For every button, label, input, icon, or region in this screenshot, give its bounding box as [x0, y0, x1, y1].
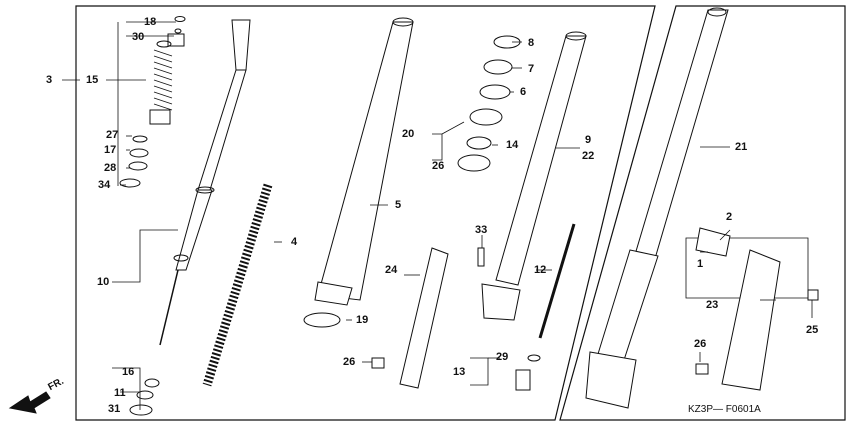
damper-rod-assembly	[159, 19, 251, 346]
fork-guard-left	[399, 247, 449, 389]
callout-25: 25	[806, 324, 819, 336]
callout-8: 8	[528, 37, 535, 49]
lower-tube-left	[481, 31, 587, 321]
callout-32: 31	[108, 403, 121, 415]
callout-18: 18	[144, 16, 157, 28]
callout-30: 29	[496, 351, 509, 363]
callout-27: 26	[432, 160, 445, 172]
callout-15: 15	[86, 74, 99, 86]
callout-16: 16	[122, 366, 135, 378]
callout-17: 17	[104, 144, 117, 156]
left-panel-frame	[75, 5, 656, 421]
callout-20: 20	[402, 128, 415, 140]
callout-11: 11	[114, 387, 126, 399]
callout-29: 27	[106, 129, 119, 141]
callout-19: 19	[356, 314, 369, 326]
front-arrow-icon	[8, 391, 51, 414]
callout-4: 4	[291, 236, 298, 248]
callout-14: 14	[506, 139, 519, 151]
callout-3: 3	[46, 74, 53, 86]
callout-7: 7	[528, 63, 535, 75]
outer-tube	[303, 17, 414, 328]
callout-1: 1	[697, 258, 704, 270]
spacer-rod	[538, 223, 576, 339]
seal-stack	[457, 35, 521, 172]
right-panel-frame	[559, 5, 846, 421]
damper-cartridge	[119, 16, 186, 188]
callout-33: 34	[98, 179, 111, 191]
callout-13: 13	[453, 366, 466, 378]
callout-9: 9	[585, 134, 592, 146]
callout-2: 2	[726, 211, 733, 223]
callout-12: 12	[534, 264, 547, 276]
callout-10: 10	[97, 276, 110, 288]
callout-26-right: 26	[694, 338, 707, 350]
callout-22: 22	[582, 150, 595, 162]
callout-5: 5	[395, 199, 402, 211]
callout-23: 23	[706, 299, 719, 311]
callout-26-left: 26	[343, 356, 356, 368]
callout-21: 21	[735, 141, 748, 153]
leader-lines	[62, 21, 813, 410]
fork-guard-right	[695, 227, 781, 391]
callout-31: 30	[132, 31, 145, 43]
callout-6: 6	[520, 86, 527, 98]
small-hardware	[129, 247, 819, 416]
callout-34: 33	[475, 224, 488, 236]
callout-28: 28	[104, 162, 117, 174]
complete-fork-right	[585, 7, 729, 409]
callout-24: 24	[385, 264, 398, 276]
diagram-code: KZ3P— F0601A	[688, 404, 761, 415]
fork-spring	[202, 183, 273, 387]
